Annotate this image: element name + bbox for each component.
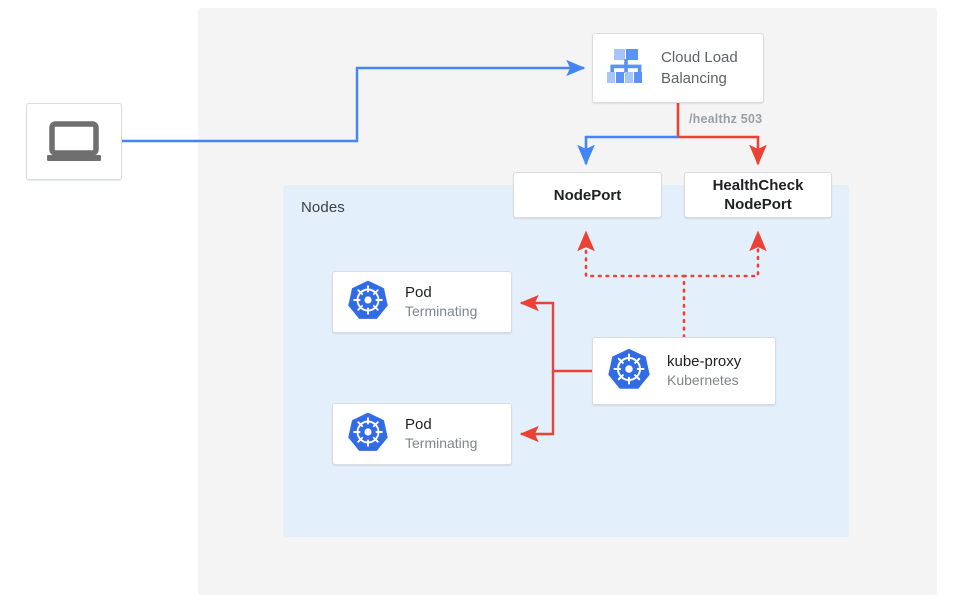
pod-2-text: Pod Terminating	[405, 415, 477, 453]
laptop-icon	[45, 120, 103, 163]
pod-2-status: Terminating	[405, 435, 478, 451]
nodeport-node[interactable]: NodePort	[513, 172, 662, 218]
nodes-region-label: Nodes	[301, 199, 345, 216]
healthz-annotation: /healthz 503	[689, 112, 763, 126]
kube-proxy-text: kube-proxy Kubernetes	[667, 352, 741, 390]
kubernetes-icon	[607, 347, 651, 396]
kube-proxy-subtitle: Kubernetes	[667, 372, 739, 388]
pod-2-title: Pod	[405, 416, 432, 433]
pod-node-1[interactable]: Pod Terminating	[332, 271, 512, 333]
client-node[interactable]	[26, 103, 122, 180]
cloud-load-balancing-icon	[605, 46, 647, 91]
kube-proxy-title: kube-proxy	[667, 353, 742, 370]
cloud-load-balancing-label-line-2: Balancing	[661, 70, 727, 87]
healthcheck-nodeport-label-line-2: NodePort	[724, 196, 792, 213]
pod-1-title: Pod	[405, 284, 432, 301]
kube-proxy-node[interactable]: kube-proxy Kubernetes	[592, 337, 776, 405]
kubernetes-icon	[347, 279, 389, 326]
pod-1-text: Pod Terminating	[405, 283, 477, 321]
healthcheck-nodeport-label-line-1: HealthCheck	[712, 177, 804, 194]
cloud-load-balancing-label-line-1: Cloud Load	[661, 49, 738, 66]
pod-node-2[interactable]: Pod Terminating	[332, 403, 512, 465]
kubernetes-icon	[347, 411, 389, 458]
pod-1-status: Terminating	[405, 303, 478, 319]
nodeport-label: NodePort	[553, 186, 622, 204]
